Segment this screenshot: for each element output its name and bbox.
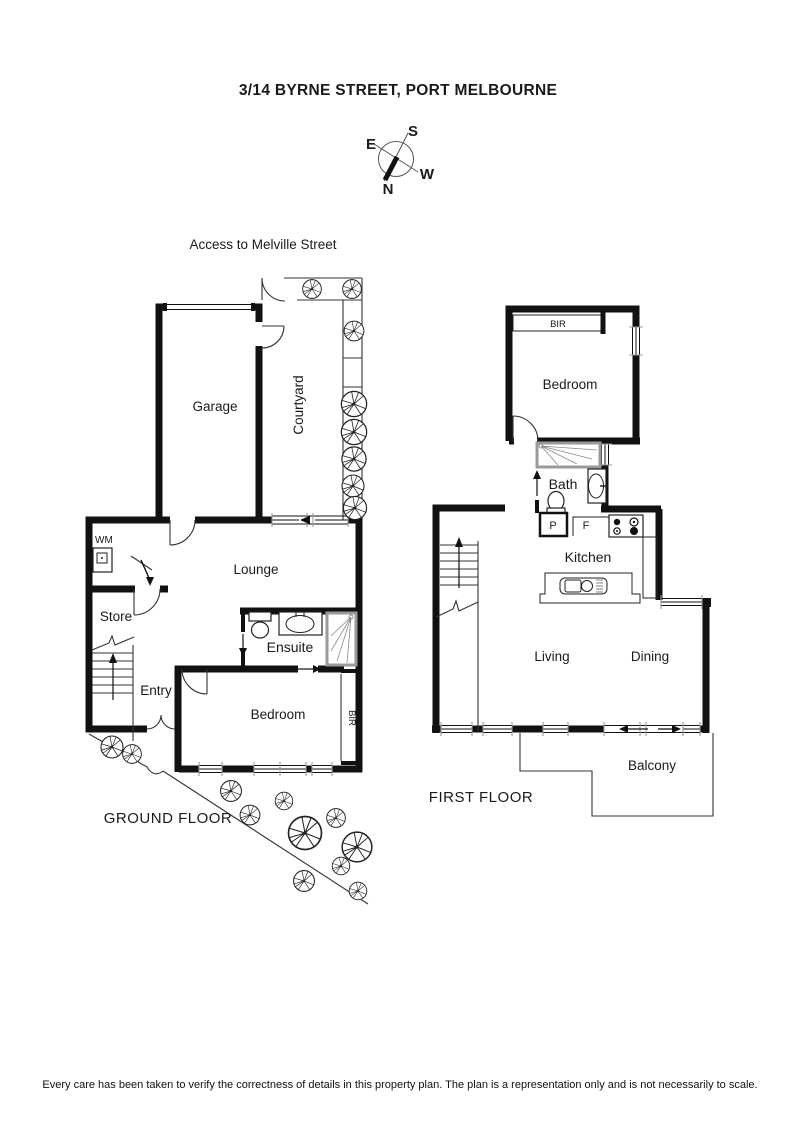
compass-rose: S E W N <box>366 123 435 198</box>
compass-north-label: N <box>383 181 394 198</box>
ground-bir-label: BIR <box>346 710 357 726</box>
access-street-label: Access to Melville Street <box>189 237 336 252</box>
kitchen-bench <box>642 536 658 599</box>
compass-south-label: S <box>408 123 418 140</box>
first-stairs <box>435 537 479 731</box>
first-floor-plan: Bedroom BIR Bath P F Kitchen Living Dini… <box>429 305 714 817</box>
ensuite-label: Ensuite <box>267 639 314 655</box>
first-toilet-icon <box>546 490 566 514</box>
first-bedroom-door <box>512 415 539 442</box>
wm-label: WM <box>95 535 113 546</box>
first-bir <box>512 312 606 334</box>
kitchen-island <box>539 572 641 604</box>
ground-floor-plan: WM <box>85 277 373 905</box>
shower-icon <box>325 611 358 667</box>
ground-doors <box>133 277 286 730</box>
washing-machine-icon <box>92 547 113 573</box>
living-label: Living <box>534 649 569 664</box>
first-bir-label: BIR <box>550 319 566 330</box>
stove-icon <box>608 514 644 538</box>
disclaimer-text: Every care has been taken to verify the … <box>42 1079 757 1091</box>
vanity-sink-icon <box>278 611 323 636</box>
fridge-label: F <box>583 520 590 532</box>
balcony-label: Balcony <box>628 758 676 773</box>
pantry-box <box>538 511 569 538</box>
courtyard-sliding-door <box>271 513 349 527</box>
ensuite-sliding-doors <box>239 634 321 673</box>
ground-walls <box>85 303 363 773</box>
compass-east-label: E <box>366 136 376 153</box>
fridge-space <box>572 516 609 536</box>
garden-trees <box>100 279 373 901</box>
compass-needle-north <box>382 155 400 182</box>
kitchen-label: Kitchen <box>565 549 612 565</box>
first-sink-icon <box>587 468 608 504</box>
first-shower-icon <box>535 441 602 469</box>
first-bedroom-label: Bedroom <box>543 377 598 392</box>
ground-stairs <box>91 634 135 741</box>
pantry-label: P <box>549 520 556 532</box>
front-door <box>146 714 176 730</box>
stair-break-line <box>435 599 479 618</box>
bath-sliding-door <box>533 470 541 496</box>
garage-label: Garage <box>192 399 237 414</box>
toilet-icon <box>248 611 272 639</box>
garage-door <box>163 303 255 311</box>
ground-bedroom-windows <box>198 762 333 776</box>
first-walls <box>432 305 711 733</box>
stair-break-line <box>91 634 135 651</box>
bath-label: Bath <box>549 476 578 492</box>
first-floor-title: FIRST FLOOR <box>429 789 533 806</box>
lounge-label: Lounge <box>233 562 278 577</box>
dining-label: Dining <box>631 649 669 664</box>
page-title: 3/14 BYRNE STREET, PORT MELBOURNE <box>239 82 557 99</box>
compass-west-label: W <box>420 166 435 183</box>
entry-label: Entry <box>140 683 172 698</box>
ground-floor-title: GROUND FLOOR <box>104 810 233 827</box>
balcony-outline <box>519 733 714 817</box>
store-label: Store <box>100 609 132 624</box>
stair-down-arrow <box>130 555 154 586</box>
courtyard-label: Courtyard <box>291 375 306 434</box>
balcony-sliding-door <box>603 722 684 736</box>
ground-bedroom-label: Bedroom <box>251 707 306 722</box>
